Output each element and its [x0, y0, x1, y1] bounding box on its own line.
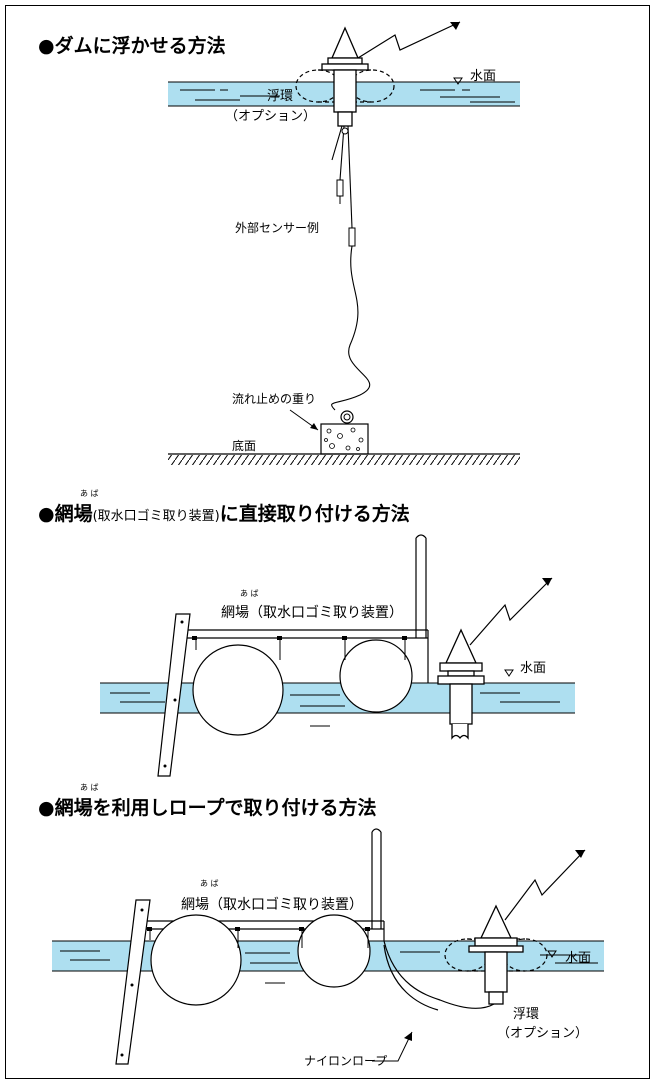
section2-signal-icon [469, 577, 553, 646]
section2-bolts [192, 636, 407, 640]
section1-pointer-arrowhead-icon [310, 423, 318, 430]
section2-ramp-bolts [163, 620, 184, 768]
section3-signal-icon [504, 849, 586, 921]
section1-ring-icon [340, 410, 354, 424]
section3-float-ring-label: 浮環 [513, 1007, 539, 1022]
section1-sensor-example [336, 127, 356, 247]
section2-heading: ●網場(取水口ゴミ取り装置)に直接取り付ける方法 [38, 502, 410, 525]
section2-buoy [437, 628, 485, 740]
section3-heading: ●網場を利用しロープで取り付ける方法 [38, 796, 376, 819]
section3-net-site-label: 網場（取水口ゴミ取り装置） [181, 896, 363, 913]
section2-net-site-label: 網場（取水口ゴミ取り装置） [221, 604, 403, 621]
section1-weight-block [320, 423, 369, 455]
section2-net-site [180, 534, 429, 736]
section3-rope-lower [383, 944, 439, 1011]
figure-frame [5, 5, 650, 1079]
section1-arrowhead-icon [450, 22, 460, 30]
section1-water-level-icon [453, 77, 463, 85]
section1-cable [331, 245, 371, 411]
section1-weight-texture [324, 427, 364, 451]
section1-float-ring-note: （オプション） [225, 109, 316, 124]
section1-buoy [321, 26, 369, 127]
section1-float-ring-label: 浮環 [267, 89, 293, 104]
section2-heading-main: ●網場 [38, 502, 93, 525]
section2-water-level-icon [504, 669, 514, 677]
section2-heading-small: (取水口ゴミ取り装置) [93, 508, 220, 524]
section3-water-surface-label: 水面 [565, 951, 591, 966]
section2-heading-tail: に直接取り付ける方法 [220, 502, 410, 525]
section3-net-site [140, 828, 385, 1006]
section2-ruby: あ ば [240, 589, 259, 598]
section3-rope [383, 940, 495, 1009]
section3-rope-pointer [372, 1031, 413, 1062]
section3-ramp [115, 899, 151, 1065]
section3-buoy [468, 904, 524, 1005]
section1-sensor-cables [331, 125, 353, 229]
section1-ground-hatch [168, 455, 520, 465]
section3-bolts [147, 927, 370, 931]
section1-water-surface-label: 水面 [470, 69, 496, 84]
section3-pointer-arrowhead-icon [404, 1032, 412, 1041]
section1-heading: ●ダムに浮かせる方法 [38, 34, 226, 57]
section2-heading-ruby: あ ば [80, 489, 99, 498]
section3-ramp-bolts [120, 908, 144, 1057]
section1-bottom-label: 底面 [232, 438, 256, 453]
section3-arrowhead-icon [575, 850, 585, 858]
section3-water-level-icon [547, 950, 557, 958]
section1-weight-label: 流れ止めの重り [232, 392, 316, 406]
section2-ramp [157, 613, 191, 777]
section3-float-ring-note: （オプション） [497, 1026, 588, 1041]
section1-ring-inner-icon [343, 413, 351, 421]
section1-sensor-example-label: 外部センサー例 [235, 220, 319, 235]
section3-heading-ruby: あ ば [80, 783, 99, 792]
section2-arrowhead-icon [542, 578, 552, 586]
section1-signal-icon [357, 21, 461, 59]
section1-water-lines [168, 81, 520, 107]
section3-nylon-rope-label: ナイロンロープ [304, 1054, 387, 1068]
section2-water-surface-label: 水面 [520, 661, 546, 676]
section3-ruby: あ ば [200, 879, 219, 888]
